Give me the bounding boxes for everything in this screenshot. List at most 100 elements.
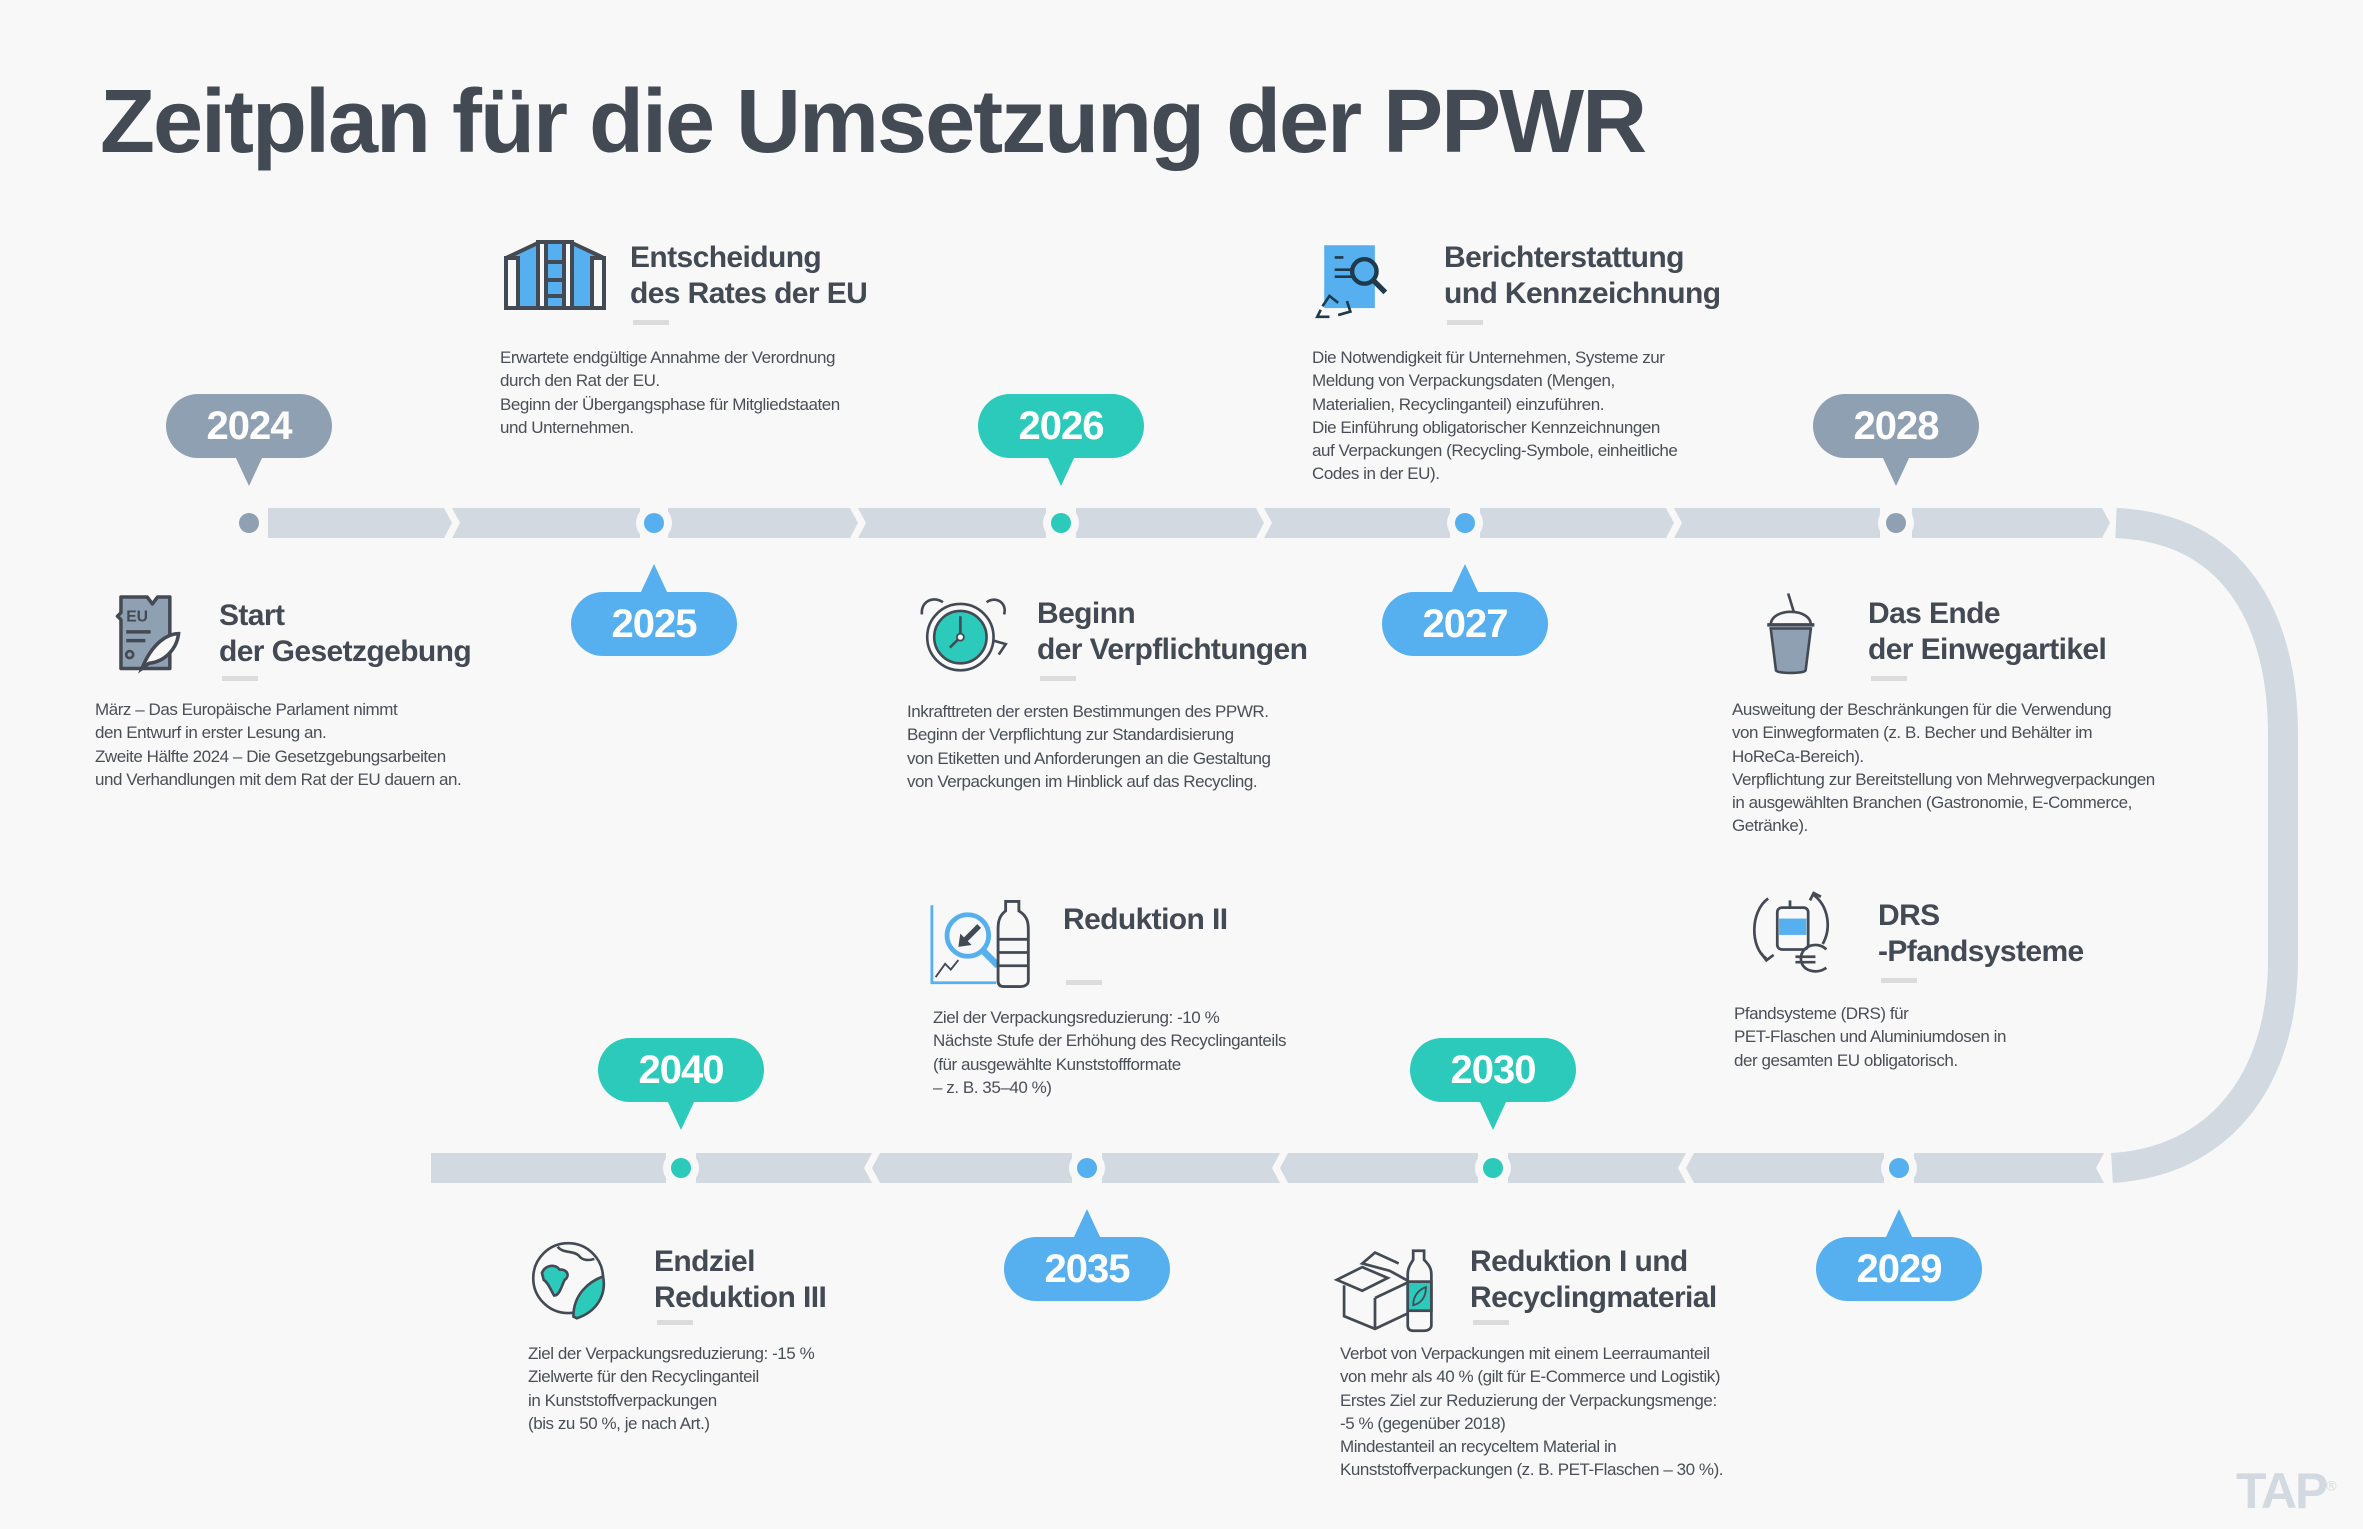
eu-document-quill-icon: EU bbox=[115, 595, 181, 674]
track-segment bbox=[1076, 508, 1264, 538]
milestone-reporting-labeling: Berichterstattung und Kennzeichnung Die … bbox=[1312, 240, 1757, 490]
bubble-pointer bbox=[667, 1100, 695, 1130]
milestone-heading: Beginn der Verpflichtungen bbox=[1037, 597, 1308, 666]
track-segment bbox=[1914, 1153, 2104, 1183]
milestone-reduction-3: Endziel Reduktion III Ziel der Verpackun… bbox=[528, 1238, 908, 1448]
chart-magnifier-bottle-icon bbox=[930, 900, 1030, 988]
milestone-description: Verbot von Verpackungen mit einem Leerra… bbox=[1340, 1344, 1724, 1480]
milestone-start-legislation: EU Start der Gesetzgebung März – Das Eur… bbox=[95, 590, 565, 795]
report-search-recycle-icon bbox=[1315, 245, 1388, 319]
milestone-deposit-return-systems: DRS -Pfandsysteme Pfandsysteme (DRS) für… bbox=[1734, 884, 2134, 1084]
bubble-pointer bbox=[1882, 456, 1910, 486]
year-label: 2025 bbox=[611, 602, 698, 646]
can-euro-cycle-icon bbox=[1753, 891, 1830, 973]
heading-divider bbox=[1473, 1320, 1509, 1325]
track-segment bbox=[1686, 1153, 1884, 1183]
milestone-council-decision: Entscheidung des Rates der EU Erwartete … bbox=[500, 226, 920, 446]
logo-text: TAP bbox=[2236, 1463, 2328, 1519]
milestone-description: Die Notwendigkeit für Unternehmen, Syste… bbox=[1312, 348, 1678, 484]
milestone-heading: Das Ende der Einwegartikel bbox=[1868, 597, 2107, 666]
bubble-pointer bbox=[1885, 1209, 1913, 1239]
milestone-heading: Berichterstattung und Kennzeichnung bbox=[1444, 241, 1721, 310]
heading-divider bbox=[1040, 676, 1076, 681]
track-segment bbox=[696, 1153, 872, 1183]
svg-text:EU: EU bbox=[126, 608, 148, 625]
milestone-heading: Reduktion I und Recyclingmaterial bbox=[1470, 1245, 1717, 1314]
milestone-description: Inkrafttreten der ersten Bestimmungen de… bbox=[907, 702, 1271, 791]
year-badge-2026: 2026 bbox=[978, 394, 1144, 486]
track-segment bbox=[452, 508, 640, 538]
milestone-heading: DRS -Pfandsysteme bbox=[1878, 899, 2084, 968]
milestone-description: Ziel der Verpackungsreduzierung: -15 % Z… bbox=[528, 1344, 815, 1433]
timeline-dot-2024[interactable] bbox=[231, 505, 267, 541]
track-segment bbox=[1280, 1153, 1478, 1183]
bubble-pointer bbox=[1451, 564, 1479, 594]
milestone-heading: Start der Gesetzgebung bbox=[219, 599, 472, 668]
timeline-dot-2029[interactable] bbox=[1881, 1150, 1917, 1186]
milestone-reduction-2: Reduktion II Ziel der Verpackungsreduzie… bbox=[930, 892, 1350, 1102]
year-badge-2035: 2035 bbox=[1004, 1209, 1170, 1301]
tap-logo: TAP® bbox=[2236, 1462, 2337, 1520]
milestone-obligations: Beginn der Verpflichtungen Inkrafttreten… bbox=[907, 590, 1352, 795]
timeline-dot-2026[interactable] bbox=[1043, 505, 1079, 541]
track-segment bbox=[1508, 1153, 1686, 1183]
milestone-heading: Endziel Reduktion III bbox=[654, 1245, 827, 1314]
year-badge-2029: 2029 bbox=[1816, 1209, 1982, 1301]
timeline-dot-2040[interactable] bbox=[663, 1150, 699, 1186]
milestone-description: Ausweitung der Beschränkungen für die Ve… bbox=[1732, 700, 2155, 836]
milestone-description: Erwartete endgültige Annahme der Verordn… bbox=[500, 348, 840, 437]
milestone-end-single-use: Das Ende der Einwegartikel Ausweitung de… bbox=[1732, 590, 2232, 840]
registered-mark: ® bbox=[2326, 1477, 2336, 1494]
heading-divider bbox=[633, 320, 669, 325]
timeline-dot-2028[interactable] bbox=[1878, 505, 1914, 541]
bubble-pointer bbox=[235, 456, 263, 486]
track-segment bbox=[268, 508, 452, 538]
disposable-cup-icon bbox=[1767, 593, 1815, 675]
milestone-description: Ziel der Verpackungsreduzierung: -10 % N… bbox=[933, 1008, 1287, 1097]
heading-divider bbox=[1066, 980, 1102, 985]
track-segment bbox=[431, 1153, 666, 1183]
globe-leaf-icon bbox=[531, 1241, 606, 1320]
timeline-dot-2025[interactable] bbox=[636, 505, 672, 541]
bubble-pointer bbox=[640, 564, 668, 594]
year-label: 2029 bbox=[1856, 1247, 1943, 1291]
timeline-dot-2027[interactable] bbox=[1447, 505, 1483, 541]
timeline-dot-2030[interactable] bbox=[1475, 1150, 1511, 1186]
year-label: 2024 bbox=[206, 404, 293, 448]
year-label: 2040 bbox=[638, 1048, 725, 1092]
bubble-pointer bbox=[1047, 456, 1075, 486]
alarm-clock-icon bbox=[920, 598, 1008, 672]
track-segment bbox=[668, 508, 858, 538]
year-badge-2030: 2030 bbox=[1410, 1038, 1576, 1130]
track-segment bbox=[1912, 508, 2110, 538]
milestone-description: Pfandsysteme (DRS) für PET-Flaschen und … bbox=[1734, 1004, 2006, 1070]
year-badge-2028: 2028 bbox=[1813, 394, 1979, 486]
year-badge-2040: 2040 bbox=[598, 1038, 764, 1130]
heading-divider bbox=[222, 676, 258, 681]
track-segment bbox=[872, 1153, 1072, 1183]
heading-divider bbox=[1871, 676, 1907, 681]
track-segment bbox=[1674, 508, 1880, 538]
milestone-heading: Reduktion II bbox=[1063, 903, 1228, 936]
track-curve bbox=[2110, 508, 2298, 1183]
box-bottle-leaf-icon bbox=[1333, 1249, 1433, 1333]
year-label: 2026 bbox=[1018, 404, 1105, 448]
timeline-dot-2035[interactable] bbox=[1069, 1150, 1105, 1186]
track-segment bbox=[1480, 508, 1674, 538]
track-segment bbox=[858, 508, 1046, 538]
year-badge-2024: 2024 bbox=[166, 394, 332, 486]
year-label: 2035 bbox=[1044, 1247, 1131, 1291]
year-label: 2027 bbox=[1422, 602, 1509, 646]
milestone-reduction-1-recycled-material: Reduktion I und Recyclingmaterial Verbot… bbox=[1320, 1238, 1800, 1488]
track-segment bbox=[1264, 508, 1450, 538]
track-segment bbox=[1102, 1153, 1280, 1183]
bubble-pointer bbox=[1479, 1100, 1507, 1130]
heading-divider bbox=[1447, 320, 1483, 325]
year-label: 2030 bbox=[1450, 1048, 1537, 1092]
year-label: 2028 bbox=[1853, 404, 1940, 448]
bubble-pointer bbox=[1073, 1209, 1101, 1239]
heading-divider bbox=[1881, 978, 1917, 983]
year-badge-2025: 2025 bbox=[571, 564, 737, 656]
heading-divider bbox=[657, 1320, 693, 1325]
milestone-description: März – Das Europäische Parlament nimmt d… bbox=[95, 700, 462, 789]
